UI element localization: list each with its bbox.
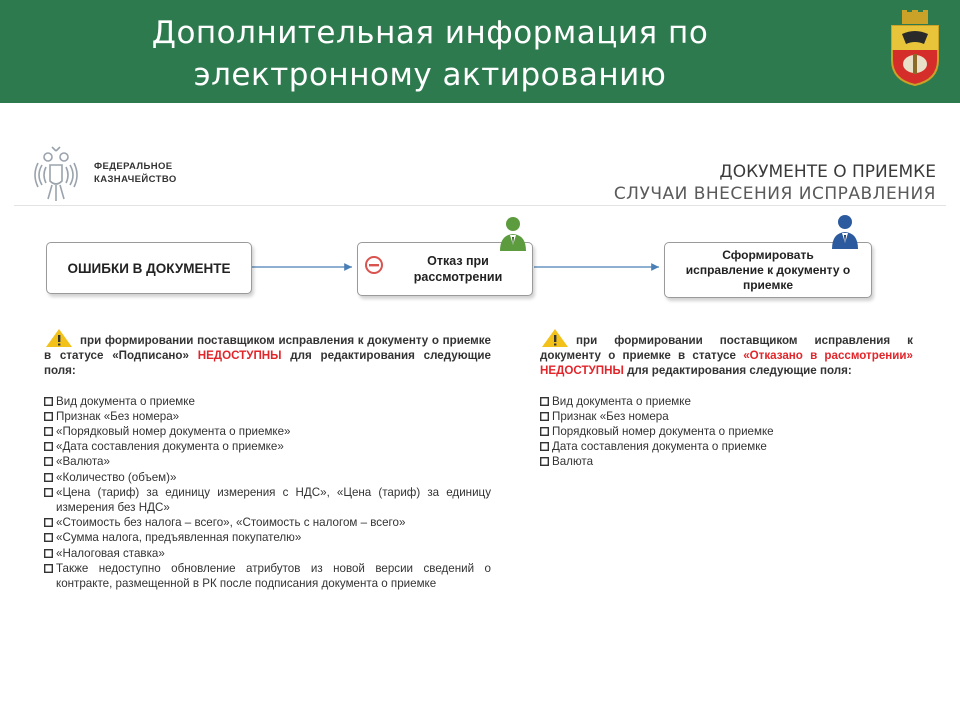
header-bar: Дополнительная информация по электронном…	[0, 0, 960, 103]
city-crest-icon	[891, 10, 939, 86]
checkbox-icon	[44, 442, 53, 452]
checkbox-icon	[44, 472, 53, 482]
person-green-icon	[500, 217, 526, 251]
checkbox-icon	[44, 457, 53, 467]
checkbox-icon	[44, 518, 53, 528]
flow-box-errors: ОШИБКИ В ДОКУМЕНТЕ	[46, 242, 252, 294]
list-item: «Дата составления документа о приемке»	[44, 439, 491, 454]
flow-diagram: ОШИБКИ В ДОКУМЕНТЕ Отказ при рассмотрени…	[0, 215, 960, 310]
right-field-list: Вид документа о приемке Признак «Без ном…	[540, 394, 913, 470]
flow-box-rejection-line1: Отказ при	[427, 254, 489, 268]
list-item: Признак «Без номера	[540, 409, 913, 424]
list-item: Вид документа о приемке	[540, 394, 913, 409]
org-name: ФЕДЕРАЛЬНОЕ КАЗНАЧЕЙСТВО	[94, 160, 214, 186]
checkbox-icon	[540, 427, 549, 437]
left-column: при формировании поставщиком исправления…	[44, 328, 491, 591]
checkbox-icon	[44, 411, 53, 421]
page-title-line2: электронному актированию	[193, 57, 667, 93]
flow-box-create-correction: Сформировать исправление к документу о п…	[664, 242, 872, 298]
list-item: Порядковый номер документа о приемке	[540, 424, 913, 439]
right-column: при формировании поставщиком исправления…	[540, 328, 913, 470]
right-intro-highlight: НЕДОСТУПНЫ	[540, 364, 624, 378]
list-item: «Цена (тариф) за единицу измерения с НДС…	[44, 485, 491, 515]
list-item: «Валюта»	[44, 454, 491, 469]
list-item: Также недоступно обновление атрибутов из…	[44, 561, 491, 591]
list-item: Вид документа о приемке	[44, 394, 491, 409]
flow-box-rejection: Отказ при рассмотрении	[357, 242, 533, 296]
right-intro-text-end: для редактирования следующие поля:	[627, 364, 852, 378]
org-name-line1: ФЕДЕРАЛЬНОЕ	[94, 161, 173, 172]
checkbox-icon	[44, 533, 53, 543]
left-intro-highlight: НЕДОСТУПНЫ	[197, 349, 282, 363]
checkbox-icon	[540, 442, 549, 452]
person-blue-icon	[832, 215, 858, 249]
list-item: «Порядковый номер документа о приемке»	[44, 424, 491, 439]
checkbox-icon	[540, 396, 549, 406]
checkbox-icon	[44, 487, 53, 497]
list-item: Признак «Без номера»	[44, 409, 491, 424]
eagle-emblem-icon	[34, 146, 78, 201]
minus-circle-icon	[365, 256, 383, 274]
warning-icon	[46, 329, 72, 347]
checkbox-icon	[540, 457, 549, 467]
org-name-line2: КАЗНАЧЕЙСТВО	[94, 174, 177, 185]
flow-box-errors-label: ОШИБКИ В ДОКУМЕНТЕ	[67, 260, 231, 276]
checkbox-icon	[44, 548, 53, 558]
warning-icon	[542, 329, 568, 347]
flow-box-create-line3: приемке	[742, 277, 793, 292]
list-item: «Стоимость без налога – всего», «Стоимос…	[44, 515, 491, 530]
page-title-line1: Дополнительная информация по	[151, 15, 709, 51]
right-intro-text: при формировании поставщиком исправления…	[540, 334, 913, 363]
left-intro-text-end: для редактирования следующие поля:	[44, 349, 491, 378]
flow-box-rejection-line2: рассмотрении	[413, 270, 503, 284]
list-item: Валюта	[540, 454, 913, 469]
list-item: «Сумма налога, предъявленная покупателю»	[44, 530, 491, 545]
left-field-list: Вид документа о приемке Признак «Без ном…	[44, 394, 491, 592]
checkbox-icon	[44, 563, 53, 573]
checkbox-icon	[44, 396, 53, 406]
divider	[14, 205, 946, 206]
document-subtitle: СЛУЧАИ ВНЕСЕНИЯ ИСПРАВЛЕНИЯ	[613, 184, 936, 204]
flow-box-create-line1: Сформировать	[722, 247, 814, 262]
list-item: Дата составления документа о приемке	[540, 439, 913, 454]
flow-arrows	[251, 263, 659, 271]
checkbox-icon	[44, 427, 53, 437]
document-title: ДОКУМЕНТЕ О ПРИЕМКЕ	[719, 162, 936, 182]
list-item: «Количество (объем)»	[44, 470, 491, 485]
left-intro: при формировании поставщиком исправления…	[44, 328, 491, 379]
checkbox-icon	[540, 411, 549, 421]
list-item: «Налоговая ставка»	[44, 546, 491, 561]
right-intro-status: «Отказано в рассмотрении»	[743, 349, 913, 363]
left-intro-text: при формировании поставщиком исправления…	[44, 334, 491, 363]
page-title: Дополнительная информация по электронном…	[60, 12, 800, 96]
flow-box-create-line2: исправление к документу о	[685, 262, 851, 277]
right-intro: при формировании поставщиком исправления…	[540, 328, 913, 379]
